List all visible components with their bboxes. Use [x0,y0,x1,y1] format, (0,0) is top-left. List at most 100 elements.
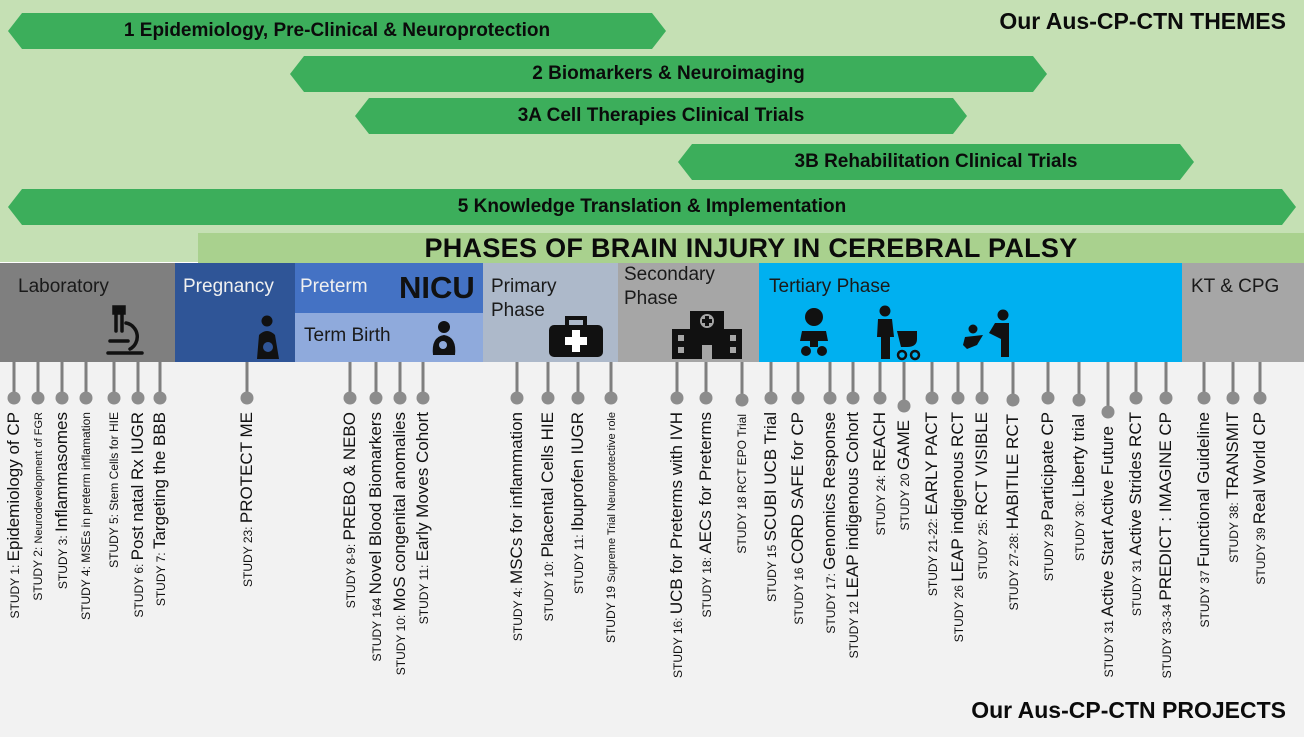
phase-preterm-label: Preterm [300,276,368,297]
pin-marker [791,391,805,405]
study-prefix: STUDY 26 [952,581,966,643]
study-label: STUDY 6: Post natal Rx IUGR [128,412,148,712]
pin-marker [79,391,93,405]
pin-marker [416,391,430,405]
phase-term-birth: Term Birth [295,313,483,362]
study-prefix: STUDY 6: [132,560,146,618]
phase-laboratory: Laboratory [0,263,175,362]
pin-marker [604,391,618,405]
study-prefix: STUDY 12 [847,597,861,659]
study-prefix: STUDY 164 [370,594,384,662]
study-label: STUDY 10: Placental Cells HIE [538,412,558,712]
study-name: PREBO & NEBO [340,412,359,541]
study-prefix: STUDY 31 [1130,555,1144,617]
study-prefix: STUDY 37 [1198,566,1212,628]
study-prefix: STUDY 11: [572,531,586,594]
study-name: Ibuprofen IUGR [568,412,587,532]
study-prefix: STUDY 18: [700,553,714,618]
study-name: Targeting the BBB [150,412,169,550]
study-label: STUDY 18: AECs for Preterms [696,412,716,712]
study-name: Novel Blood Biomarkers [366,412,385,595]
pin-marker [951,391,965,405]
projects-panel [0,362,1304,737]
study-prefix: STUDY 4: [511,583,525,642]
study-prefix: STUDY 2: [31,543,45,601]
study-name: PROTECT ME [237,412,256,524]
phase-term-birth-label: Term Birth [304,325,391,346]
nicu-label: NICU [399,270,475,305]
phase-secondary-label: Secondary Phase [624,264,715,309]
phase-primary: Primary Phase [483,263,618,362]
study-prefix: STUDY 33-34 [1160,600,1174,679]
study-name: Post natal Rx IUGR [128,412,147,561]
study-name: Supreme Trial Neuroprotective role [606,412,618,583]
study-label: STUDY 10: MoS congenital anomalies [390,412,410,712]
study-prefix: STUDY 27-28: [1007,529,1021,611]
phase-primary-label: Primary Phase [491,276,557,321]
study-name: Active Strides RCT [1126,412,1145,556]
theme-1-arrow: 1 Epidemiology, Pre-Clinical & Neuroprot… [8,13,666,49]
study-label: STUDY 2: Neurodevelopment of FGR [28,412,48,712]
study-prefix: STUDY 15 [765,541,779,602]
study-label: STUDY 11: Ibuprofen IUGR [568,412,588,712]
pin-marker [107,391,121,405]
pin-marker [1197,391,1211,405]
pin-marker [1226,391,1240,405]
pin-marker [1129,391,1143,405]
study-prefix: STUDY 19 [604,582,618,644]
study-label: STUDY 31 Active Start Active Future [1098,426,1118,726]
study-name: CORD SAFE for CP [788,412,807,565]
study-name: Real World CP [1250,412,1269,525]
study-prefix: STUDY 31 [1102,616,1116,678]
toddler-icon [800,308,828,356]
phase-pregnancy-label: Pregnancy [183,276,274,297]
study-name: MoS congenital anomalies [390,412,409,612]
study-name: Active Start Active Future [1098,426,1117,617]
pin-marker [7,391,21,405]
pin-marker [873,391,887,405]
pin-marker [393,391,407,405]
study-name: MSCs for inflammation [507,412,526,584]
study-name: Placental Cells HIE [538,412,557,558]
study-name: Functional Guideline [1194,412,1213,567]
study-label: STUDY 16: UCB for Preterms with IVH [667,412,687,712]
newborn-icon [432,321,456,355]
study-prefix: STUDY 11: [417,561,431,625]
study-prefix: STUDY 30: [1073,497,1087,561]
study-label: STUDY 37 Functional Guideline [1194,412,1214,712]
study-label: STUDY 4: MSEs in preterm inflamation [76,412,96,712]
pin-marker [1041,391,1055,405]
theme-3b-arrow: 3B Rehabilitation Clinical Trials [678,144,1194,180]
parent-helping-child-icon [963,309,1009,357]
pin-marker [541,391,555,405]
study-name: MSEs in preterm inflamation [79,412,93,563]
study-label: STUDY 29 Participate CP [1038,412,1058,712]
study-prefix: STUDY 38: [1227,498,1241,563]
study-prefix: STUDY 8-9: [344,540,358,609]
study-label: STUDY 20 GAME [894,420,914,720]
study-name: Early Moves Cohort [413,412,432,562]
study-prefix: STUDY 20 [898,470,912,531]
phase-kt-cpg: KT & CPG [1182,263,1304,362]
study-prefix: STUDY 17: [824,569,838,634]
pin-marker [343,391,357,405]
pin-marker [31,391,45,405]
study-name: AECs for Preterms [696,412,715,554]
study-prefix: STUDY 5: [107,510,121,568]
pin-marker [55,391,69,405]
pin-marker [510,391,524,405]
study-label: STUDY 15 SCUBI UCB Trial [761,412,781,712]
microscope-icon [106,305,144,355]
study-label: STUDY 27-28: HABITILE RCT [1003,414,1023,714]
parent-with-stroller-icon [877,305,921,361]
study-prefix: STUDY 1: [8,561,22,619]
theme-5-arrow: 5 Knowledge Translation & Implementation [8,189,1296,225]
pin-marker [1006,393,1020,407]
study-name: Neurodevelopment of FGR [33,412,45,544]
study-name: PREDICT : IMAGINE CP [1156,412,1175,601]
themes-title: Our Aus-CP-CTN THEMES [999,8,1286,34]
study-prefix: STUDY 24: [874,471,888,536]
pin-marker [571,391,585,405]
pin-marker [975,391,989,405]
study-prefix: STUDY 10: [542,557,556,622]
